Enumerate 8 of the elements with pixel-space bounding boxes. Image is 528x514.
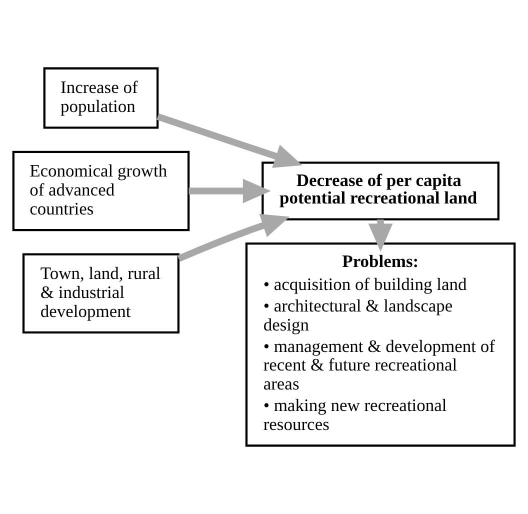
node-box: Town, land, rural & industrial development <box>22 253 180 334</box>
arrow <box>156 113 302 168</box>
arrow <box>188 178 271 204</box>
node-box: Economical growth of advanced countries <box>12 150 190 232</box>
node-box: Increase of population <box>43 67 159 129</box>
node-box: Decrease of per capita potential recreational land <box>262 162 500 220</box>
arrow <box>177 214 290 262</box>
node-box: Problems: • acquisition of building land • architectural & landscape design • management & development of recent & future recreational areas • making new recreational resources <box>245 242 516 447</box>
